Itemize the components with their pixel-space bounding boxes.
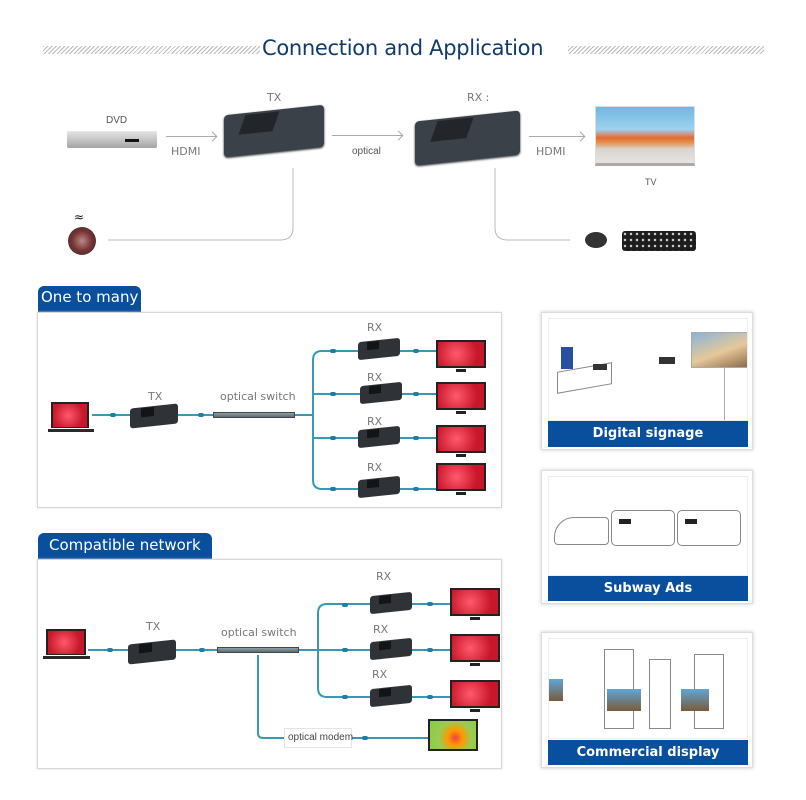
connector-dot xyxy=(342,695,348,699)
connector-dot xyxy=(413,349,419,353)
cn-tx-label: TX xyxy=(146,620,161,633)
compatible-network-panel xyxy=(37,559,502,769)
optical-modem-box xyxy=(284,728,352,748)
otm-rx-label: RX xyxy=(367,321,383,334)
optical-modem-label: optical modem xyxy=(288,732,354,743)
connector-dot xyxy=(199,648,205,652)
digital-signage-illustration xyxy=(548,318,748,421)
commercial-display-illustration xyxy=(548,638,748,739)
tv-label: TV xyxy=(645,177,657,187)
cn-switch-label: optical switch xyxy=(221,626,297,639)
connector-dot xyxy=(330,487,336,491)
hdmi-label-2: HDMI xyxy=(536,145,566,158)
subway-ads-caption: Subway Ads xyxy=(548,576,748,601)
laptop-base xyxy=(48,429,94,432)
otm-tx-label: TX xyxy=(148,390,163,403)
hdmi-arrow-2 xyxy=(529,136,584,137)
ir-receiver-icon xyxy=(585,232,607,248)
otm-rx-label: RX xyxy=(367,371,383,384)
dvd-label: DVD xyxy=(106,115,128,126)
laptop-icon xyxy=(51,402,89,428)
cn-rx-label: RX xyxy=(372,668,388,681)
otm-optical-switch xyxy=(213,412,295,418)
ir-emitter-icon xyxy=(68,227,96,255)
tx-label: TX xyxy=(267,91,282,104)
connector-dot xyxy=(342,648,348,652)
digital-signage-caption: Digital signage xyxy=(548,421,748,447)
connector-dot xyxy=(198,413,204,417)
one-to-many-panel xyxy=(37,312,502,508)
wifi-signal-icon: ≈ xyxy=(74,210,85,224)
connector-dot xyxy=(413,487,419,491)
connector-dot xyxy=(362,736,368,740)
otm-monitor xyxy=(436,382,486,414)
laptop-icon xyxy=(46,629,86,655)
otm-switch-label: optical switch xyxy=(220,390,296,403)
cn-rx-label: RX xyxy=(373,623,389,636)
ir-cables xyxy=(108,168,570,241)
compatible-network-tag: Compatible network xyxy=(38,533,212,559)
remote-control-icon xyxy=(622,231,696,251)
connector-dot xyxy=(110,413,116,417)
connector-dot xyxy=(427,602,433,606)
otm-rx-label: RX xyxy=(367,461,383,474)
otm-monitor xyxy=(436,425,486,457)
commercial-display-caption: Commercial display xyxy=(548,740,748,765)
cn-optical-switch xyxy=(217,647,299,653)
subway-illustration xyxy=(548,476,748,576)
tv-icon xyxy=(595,106,695,166)
dvd-player-icon xyxy=(67,131,157,148)
otm-monitor xyxy=(436,463,486,495)
optical-arrow xyxy=(332,135,402,136)
otm-rx-label: RX xyxy=(367,415,383,428)
connector-dot xyxy=(330,436,336,440)
cn-rx-label: RX xyxy=(376,570,392,583)
rx-label: RX : xyxy=(467,91,490,104)
vegetable-monitor-icon xyxy=(428,719,478,751)
connector-dot xyxy=(413,392,419,396)
connector-dot xyxy=(413,436,419,440)
one-to-many-tag: One to many xyxy=(38,286,142,312)
connector-dot xyxy=(107,648,113,652)
app-card-digital-signage: Digital signage xyxy=(541,312,753,450)
connector-dot xyxy=(427,695,433,699)
connector-dot xyxy=(342,603,348,607)
hdmi-arrow-1 xyxy=(166,136,216,137)
title-hatch-right xyxy=(568,46,764,54)
page-title: Connection and Application xyxy=(262,36,544,60)
laptop-base xyxy=(43,656,90,659)
cn-monitor xyxy=(450,634,500,666)
app-card-subway-ads: Subway Ads xyxy=(541,470,753,604)
connector-dot xyxy=(330,392,336,396)
otm-monitor xyxy=(436,340,486,372)
title-hatch-left xyxy=(43,46,260,54)
cn-monitor xyxy=(450,588,500,620)
cn-monitor xyxy=(450,680,500,712)
connector-dot xyxy=(330,349,336,353)
app-card-commercial-display: Commercial display xyxy=(541,632,753,768)
hdmi-label-1: HDMI xyxy=(171,145,201,158)
optical-label: optical xyxy=(352,146,381,157)
connector-dot xyxy=(427,648,433,652)
